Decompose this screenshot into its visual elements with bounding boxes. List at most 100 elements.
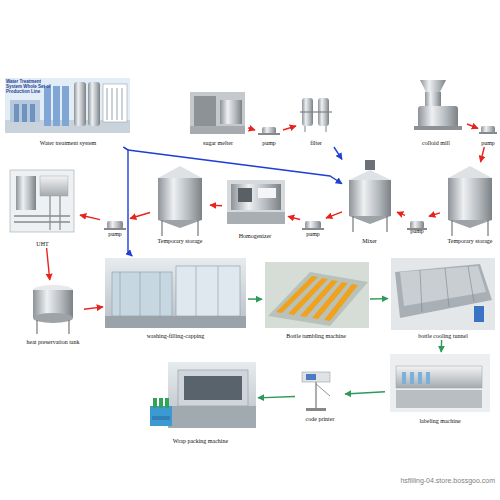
equipment-caption: UHT [36,241,48,248]
equipment-node: colloid mill [405,76,467,147]
heat-tank-illustration [33,285,73,334]
heat-tank-illustration [36,320,37,334]
uht-illustration [14,221,70,222]
homogenizer-illustration [258,188,276,198]
photo-caption: Water Treatment System Whole Set of Prod… [6,79,58,95]
flow-arrow [334,147,342,159]
equipment-node: Mixer [342,158,397,245]
labeling-machine-illustration [402,372,406,384]
sugar-melter-illustration [194,96,216,126]
equipment-node: pump [255,122,283,147]
equipment-node: Homogenizer [222,175,288,240]
storage-tank-illustration [448,166,492,236]
water-treatment-illustration [14,104,19,122]
labeling-machine-illustration [426,372,430,384]
wrap-packing-illustration [165,398,169,408]
labeling-machine-illustration [390,354,490,412]
flow-arrow [248,128,255,130]
wrap-packing-illustration [152,416,170,420]
flow-arrow [80,215,100,220]
equipment-node: Wrap packing machine [143,355,258,445]
colloid-mill-illustration [420,80,446,92]
labeling-machine-illustration [396,390,482,408]
code-printer-illustration [315,382,316,410]
water-treatment-illustration [10,100,40,122]
watermark: hsfilling-04.store.bossgoo.com [300,477,495,485]
flow-arrow [47,248,50,280]
filling-machine-illustration [105,316,246,328]
code-printer-illustration [306,408,326,411]
equipment-caption: Mixer [362,238,377,245]
storage-tank-illustration [158,220,202,228]
equipment-node: washing-filling-capping [103,256,248,340]
flow-arrow [84,307,103,309]
uht-illustration [14,215,70,216]
water-treatment-illustration [74,82,86,126]
colloid-mill-illustration [425,92,441,106]
equipment-node: heat preservation tank [22,280,84,346]
pump-illustration [262,127,276,134]
flow-arrow [429,213,440,216]
homogenizer-illustration [231,184,281,210]
storage-tank-illustration [487,220,488,236]
wrap-packing-illustration [153,398,157,408]
sugar-melter-illustration [220,100,242,124]
equipment-node: Temporary storage [440,162,500,245]
pump-illustration [258,133,280,135]
filter-illustration [300,111,332,112]
uht-illustration [16,176,36,210]
equipment-node: UHT [5,165,80,248]
equipment-node: pump [405,205,429,235]
equipment-caption: labeling machine [419,418,460,425]
uht-illustration [49,196,50,230]
equipment-caption: Temporary storage [157,238,202,245]
conveyor-illustration [265,262,369,328]
cooling-tunnel-illustration [420,270,422,312]
wrap-packing-illustration [168,406,256,428]
uht-illustration [10,170,74,232]
uht-illustration [40,176,68,196]
conveyor-illustration [324,284,358,321]
flow-arrow [467,124,478,128]
colloid-mill-illustration [414,126,462,130]
filter-illustration [326,126,327,132]
storage-tank-illustration [197,220,198,236]
equipment-caption: bottle cooling tunnel [418,333,468,340]
code-printer-illustration [306,374,316,380]
filling-machine-illustration [218,266,219,316]
equipment-caption: Temporary storage [447,238,492,245]
equipment-caption: Wrap packing machine [173,438,228,445]
water-treatment-illustration [117,88,118,120]
equipment-caption: pump [481,140,495,147]
storage-tank-illustration [161,220,162,236]
storage-tank-illustration [448,178,492,220]
flow-arrow [130,213,150,219]
flow-arrow [397,212,405,215]
storage-tank-illustration [158,166,202,178]
wrap-packing-illustration [178,370,248,406]
code-printer-illustration [302,372,330,411]
equipment-node: pump [300,208,326,238]
filling-machine-illustration [196,266,197,316]
wrap-packing-illustration [150,362,256,428]
equipment-caption: sugar melter [203,140,233,147]
equipment-caption: pump [410,228,424,235]
homogenizer-illustration [227,180,285,224]
equipment-caption: heat preservation tank [27,339,80,346]
wrap-packing-illustration [150,406,172,426]
flow-arrow [210,204,222,206]
storage-tank-illustration [448,220,492,228]
equipment-node: sugar melter [188,90,248,147]
flow-arrow [123,147,132,256]
equipment-caption: washing-filling-capping [147,333,205,340]
equipment-caption: code printer [306,416,335,423]
water-treatment-illustration [22,104,27,122]
water-treatment-illustration [53,86,60,126]
equipment-node: bottle cooling tunnel [388,255,498,340]
equipment-node: pump [478,118,498,147]
homogenizer-illustration [227,212,285,224]
labeling-machine-illustration [396,366,482,388]
homogenizer-illustration [227,180,285,224]
